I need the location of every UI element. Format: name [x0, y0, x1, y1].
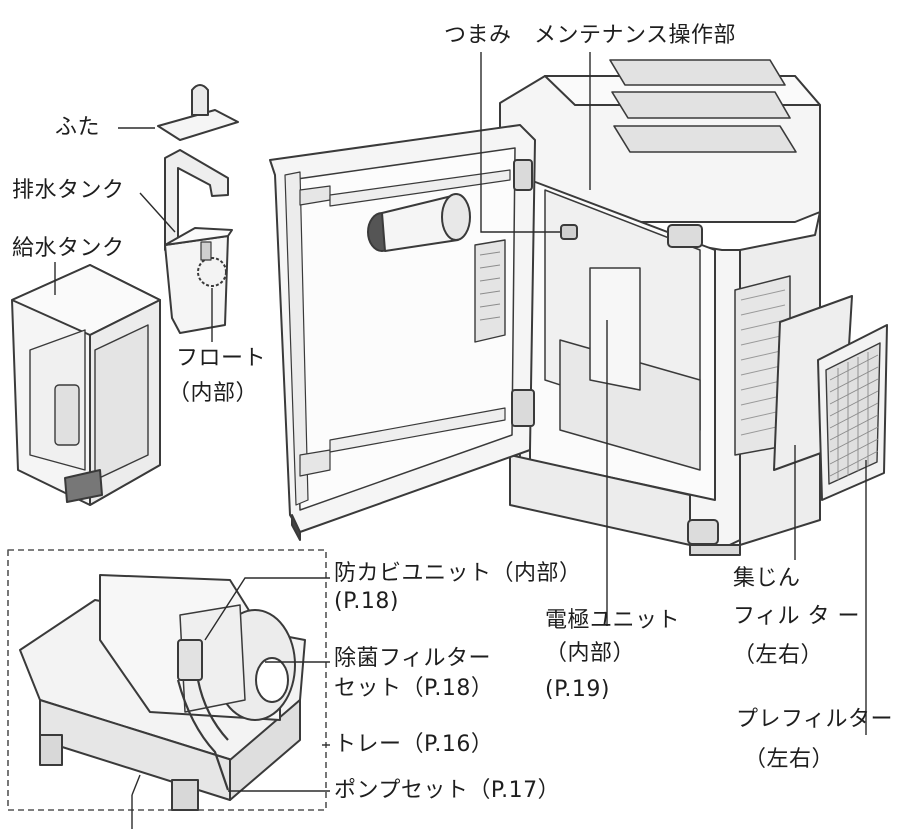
label-mold-unit: 防カビユニット（内部）	[334, 561, 582, 586]
label-maintenance-panel: メンテナンス操作部	[534, 23, 737, 48]
label-supply-tank: 給水タンク	[12, 236, 125, 261]
label-lid: ふた	[55, 115, 101, 140]
main-body	[499, 59, 821, 556]
label-pump: ポンプセット（P.17）	[334, 778, 561, 803]
label-dust-filter-1: 集じん	[733, 566, 801, 591]
label-drain-tank: 排水タンク	[12, 178, 125, 203]
label-float-note: （内部）	[168, 381, 259, 406]
prefilter	[817, 324, 888, 501]
leader-lines	[54, 52, 867, 829]
label-electrode-ref: (P.19)	[545, 677, 610, 702]
label-sterilize-filter-ref: セット（P.18）	[334, 676, 494, 701]
label-electrode-note: （内部）	[545, 641, 636, 666]
front-door	[269, 124, 536, 541]
label-float: フロート	[176, 346, 267, 371]
label-mold-unit-ref: (P.18)	[334, 589, 399, 614]
lid	[157, 84, 239, 141]
label-dust-filter-2: フィル タ ー	[733, 604, 861, 629]
tray-group	[7, 549, 327, 811]
label-electrode: 電極ユニット	[545, 608, 681, 633]
label-sterilize-filter: 除菌フィルター	[334, 646, 492, 671]
label-knob: つまみ	[444, 23, 512, 48]
label-tray: トレー（P.16）	[334, 732, 494, 757]
label-prefilter: プレフィルター	[736, 707, 894, 732]
supply-tank	[11, 264, 161, 506]
label-dust-filter-3: （左右）	[733, 643, 824, 668]
label-prefilter-lr: （左右）	[744, 747, 835, 772]
drain-tank	[164, 149, 233, 334]
